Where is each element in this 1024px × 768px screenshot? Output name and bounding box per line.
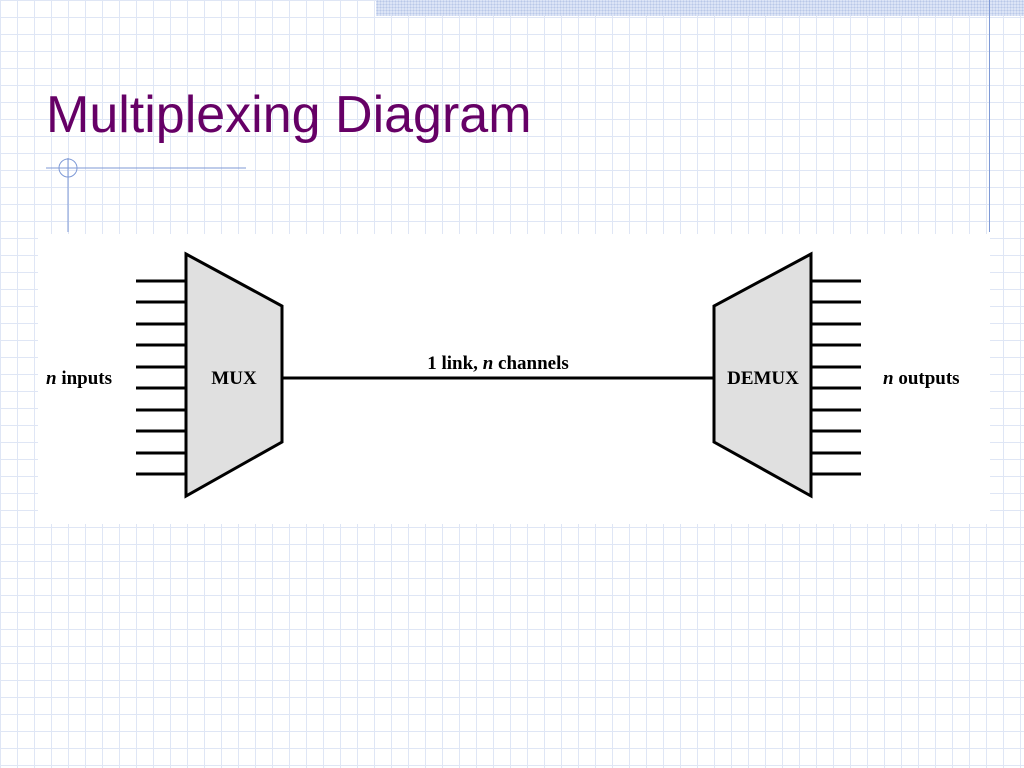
input-lines — [136, 279, 186, 476]
output-lines — [811, 279, 861, 476]
link-label-suffix: channels — [493, 353, 569, 374]
mux-label: MUX — [211, 368, 257, 389]
mux-block — [184, 251, 284, 499]
outputs-label: n outputs — [883, 368, 960, 389]
inputs-variable: n — [46, 368, 57, 389]
link-label: 1 link, n channels — [427, 353, 569, 374]
right-vertical-rule — [989, 0, 990, 232]
demux-block — [712, 251, 813, 499]
outputs-text: outputs — [894, 368, 960, 389]
outputs-variable: n — [883, 368, 894, 389]
slide-title: Multiplexing Diagram — [46, 86, 532, 144]
demux-label: DEMUX — [727, 368, 799, 389]
inputs-text: inputs — [57, 368, 112, 389]
link-label-prefix: 1 link, — [427, 353, 482, 374]
inputs-label: n inputs — [46, 368, 112, 389]
top-decorative-bar — [376, 0, 1024, 16]
link-label-variable: n — [483, 353, 494, 374]
